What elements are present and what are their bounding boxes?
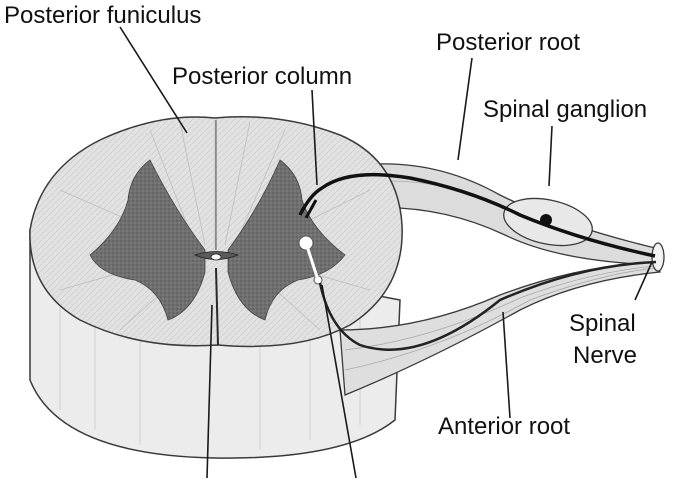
label-spinal-nerve-line2: Nerve — [573, 343, 637, 369]
central-canal — [211, 254, 221, 260]
leader-posterior-root — [458, 58, 472, 160]
label-posterior-funiculus: Posterior funiculus — [4, 3, 201, 29]
label-posterior-root: Posterior root — [436, 30, 580, 56]
ganglion-cell — [540, 214, 552, 226]
label-spinal-nerve-line1: Spinal — [569, 311, 636, 337]
leader-anterior-root — [503, 312, 510, 418]
label-spinal-ganglion: Spinal ganglion — [483, 97, 647, 123]
leader-spinal-ganglion — [549, 126, 552, 186]
label-posterior-column: Posterior column — [172, 64, 352, 90]
label-anterior-root: Anterior root — [438, 414, 570, 440]
